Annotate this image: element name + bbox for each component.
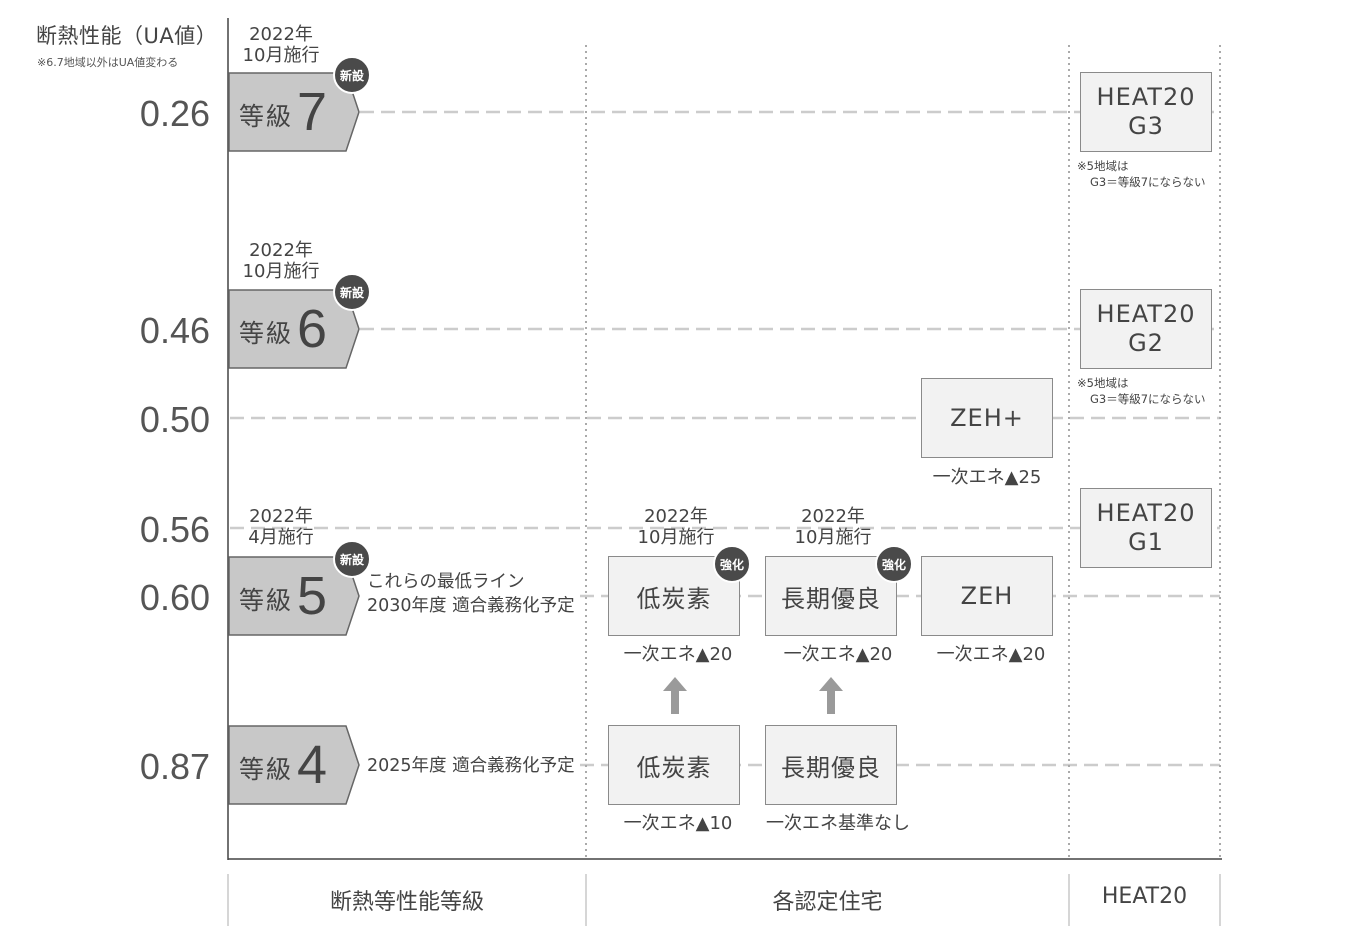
heat20-g1-line2: G1 — [1128, 528, 1164, 556]
zeh-plus-box: ZEH+ — [921, 378, 1053, 458]
level-value-026: 0.26 — [139, 93, 210, 134]
grade6-number: 6 — [297, 299, 328, 359]
grade5-number: 5 — [297, 566, 328, 626]
arrow-up-choki — [819, 677, 843, 714]
grade5-shape — [228, 556, 360, 636]
grade6-new-badge: 新設 — [333, 273, 371, 311]
grade4-shape — [228, 725, 360, 805]
grade4-number: 4 — [297, 735, 328, 795]
choki-old-box: 長期優良 — [765, 725, 897, 805]
heat20-g3-note1: ※5地域は — [1077, 159, 1129, 173]
grade4-word: 等級 — [239, 755, 294, 784]
heat20-g2-line2: G2 — [1128, 329, 1164, 357]
heat20-g2-line1: HEAT20 — [1096, 300, 1196, 328]
grade7-date-year: 2022年 — [249, 24, 313, 45]
teitanso-new-date-month: 10月施行 — [637, 527, 715, 548]
level-value-046: 0.46 — [139, 310, 210, 351]
axis-note: ※6.7地域以外はUA値変わる — [37, 56, 179, 69]
column-label-grades: 断熱等性能等級 — [329, 890, 484, 915]
heat20-g3-box: HEAT20 G3 — [1080, 72, 1212, 152]
zeh-plus-energy: 一次エネ▲25 — [932, 467, 1042, 488]
teitanso-new-energy: 一次エネ▲20 — [623, 644, 733, 665]
grade5-desc-line1: これらの最低ライン — [367, 572, 525, 592]
axis-title: 断熱性能（UA値） — [36, 24, 218, 48]
grade7-shape — [228, 72, 360, 152]
heat20-g3-note: ※5地域は G3＝等級7にならない — [1077, 158, 1206, 190]
grade7-date-month: 10月施行 — [242, 45, 320, 66]
level-value-087: 0.87 — [139, 746, 210, 787]
grade5-desc-line2: 2030年度 適合義務化予定 — [367, 596, 575, 616]
heat20-g3-line1: HEAT20 — [1096, 83, 1196, 111]
heat20-g2-note1: ※5地域は — [1077, 376, 1129, 390]
grade6-word: 等級 — [239, 319, 294, 348]
choki-old-energy: 一次エネ基準なし — [766, 813, 910, 834]
grade5-word: 等級 — [239, 586, 294, 615]
grade7-new-badge: 新設 — [333, 56, 371, 94]
teitanso-old-box: 低炭素 — [608, 725, 740, 805]
grade7-word: 等級 — [239, 102, 294, 131]
level-value-050: 0.50 — [139, 399, 210, 440]
grade5-new-badge: 新設 — [333, 540, 371, 578]
grade6-date-month: 10月施行 — [242, 261, 320, 282]
column-label-heat20: HEAT20 — [1101, 884, 1188, 909]
heat20-g2-box: HEAT20 G2 — [1080, 289, 1212, 369]
heat20-g1-line1: HEAT20 — [1096, 499, 1196, 527]
grade6-date-year: 2022年 — [249, 240, 313, 261]
grade5-date-month: 4月施行 — [248, 527, 314, 548]
heat20-g2-note: ※5地域は G3＝等級7にならない — [1077, 375, 1206, 407]
choki-new-date-year: 2022年 — [801, 506, 865, 527]
level-value-060: 0.60 — [139, 577, 210, 618]
arrow-up-teitanso — [663, 677, 687, 714]
choki-new-date-month: 10月施行 — [794, 527, 872, 548]
teitanso-old-energy: 一次エネ▲10 — [623, 813, 733, 834]
heat20-g3-line2: G3 — [1128, 112, 1164, 140]
grade5-description: これらの最低ライン 2030年度 適合義務化予定 — [367, 570, 575, 618]
teitanso-new-date-year: 2022年 — [644, 506, 708, 527]
heat20-g1-box: HEAT20 G1 — [1080, 488, 1212, 568]
choki-new-date: 2022年 10月施行 — [783, 506, 883, 548]
grade5-date-year: 2022年 — [249, 506, 313, 527]
grade7-number: 7 — [297, 82, 328, 142]
choki-strengthened-badge: 強化 — [875, 545, 913, 583]
heat20-g2-note2: G3＝等級7にならない — [1090, 392, 1206, 406]
column-label-certified: 各認定住宅 — [772, 890, 883, 915]
level-value-056: 0.56 — [139, 509, 210, 550]
grade6-date: 2022年 10月施行 — [232, 240, 330, 282]
zeh-box: ZEH — [921, 556, 1053, 636]
choki-new-energy: 一次エネ▲20 — [783, 644, 893, 665]
grade6-shape — [228, 289, 360, 369]
grade4-description: 2025年度 適合義務化予定 — [367, 756, 575, 776]
teitanso-strengthened-badge: 強化 — [713, 545, 751, 583]
grade5-date: 2022年 4月施行 — [232, 506, 330, 548]
heat20-g3-note2: G3＝等級7にならない — [1090, 175, 1206, 189]
zeh-energy: 一次エネ▲20 — [936, 644, 1046, 665]
teitanso-new-date: 2022年 10月施行 — [626, 506, 726, 548]
grade7-date: 2022年 10月施行 — [232, 24, 330, 66]
